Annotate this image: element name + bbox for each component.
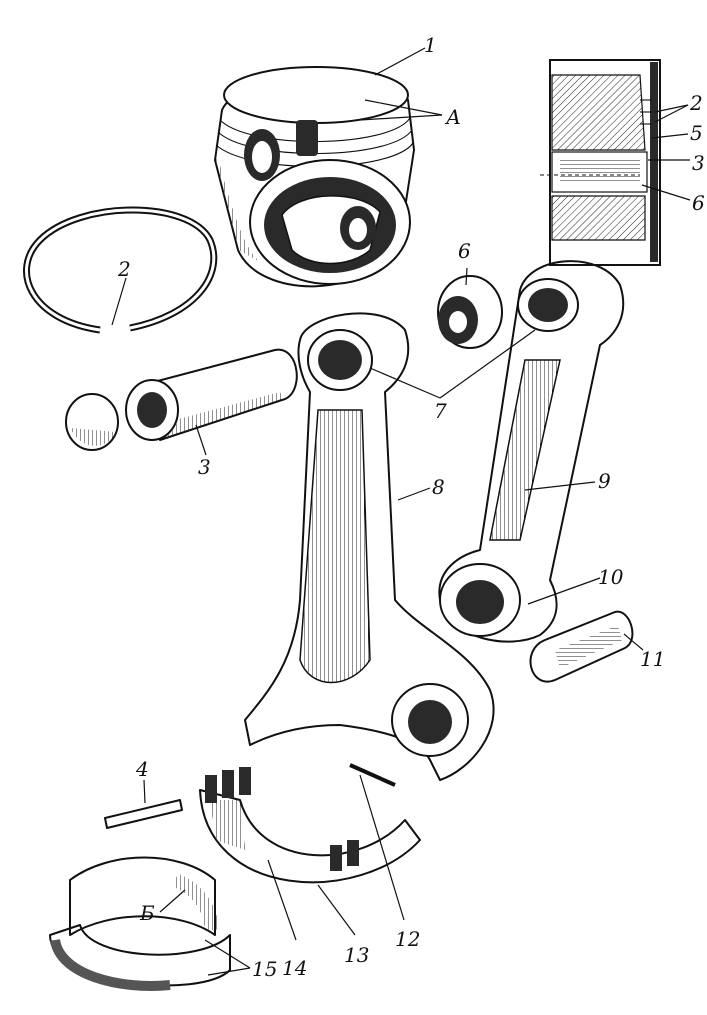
pin-plug-drawing <box>65 393 119 451</box>
label-6-bushing: 6 <box>458 239 471 263</box>
piston-pin-drawing <box>125 348 298 441</box>
label-3-pin: 3 <box>198 455 211 479</box>
dowel-pin-drawing <box>104 799 183 829</box>
label-2-section: 2 <box>689 91 703 115</box>
label-13: 13 <box>344 943 369 967</box>
label-15: 15 <box>252 957 277 981</box>
piston-section-view <box>540 59 661 266</box>
bearing-shells-drawing <box>49 856 231 991</box>
piston-ring-drawing <box>23 206 218 334</box>
leader-lines <box>111 47 691 976</box>
bushing-cutaway-drawing <box>529 610 634 683</box>
label-12: 12 <box>395 927 420 951</box>
bearing-cap-drawing <box>199 763 421 884</box>
label-8: 8 <box>432 475 445 499</box>
connecting-rod-left-drawing <box>244 312 495 781</box>
label-10: 10 <box>598 565 624 589</box>
label-3-section: 3 <box>692 151 705 175</box>
label-11: 11 <box>640 647 665 671</box>
label-6-section: 6 <box>692 191 705 215</box>
label-b: Б <box>139 901 155 925</box>
bushing-drawing <box>437 275 503 349</box>
label-5: 5 <box>690 121 703 145</box>
label-7: 7 <box>434 399 447 423</box>
label-1: 1 <box>424 33 437 57</box>
label-4: 4 <box>135 757 149 781</box>
connecting-rod-right-drawing <box>438 260 625 643</box>
label-a: А <box>444 105 461 129</box>
label-2-ring: 2 <box>117 257 131 281</box>
piston-drawing <box>214 66 415 288</box>
callout-labels: 1 А 2 2 5 3 6 6 3 7 8 9 10 11 4 12 13 14… <box>117 33 705 981</box>
label-9: 9 <box>598 469 611 493</box>
label-14: 14 <box>282 956 307 980</box>
